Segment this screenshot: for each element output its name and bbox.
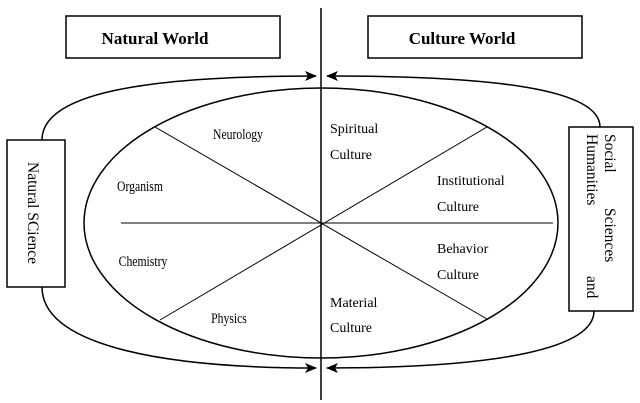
social-label: Social — [601, 134, 618, 173]
diagonal-sector-line-b — [159, 126, 488, 321]
sector-label-behavior-line2: Culture — [437, 268, 479, 283]
culture-world-header-box — [367, 15, 583, 59]
arrow-natural-science-bottom — [41, 286, 317, 373]
natural-world-header-box — [65, 15, 281, 59]
humanities-label-line1-tail: and — [583, 276, 600, 299]
sector-label-institutional-line2: Culture — [437, 200, 479, 215]
humanities-label-line1: Humanities — [583, 134, 600, 205]
sector-label-institutional-line1: Institutional — [437, 174, 505, 189]
sciences-label: Sciences — [601, 208, 618, 262]
arrow-humanities-bottom — [326, 310, 595, 373]
sector-label-material-line1: Material — [330, 296, 378, 311]
natural-world-header: Natural World — [102, 29, 209, 48]
sector-label-spiritual-line2: Culture — [330, 148, 372, 163]
diagonal-sector-line-a — [154, 126, 488, 320]
sector-label-physics: Physics — [211, 310, 247, 327]
sector-label-neurology: Neurology — [213, 126, 263, 143]
sector-label-spiritual-line1: Spiritual — [330, 122, 378, 137]
arrow-natural-science-top — [41, 71, 317, 141]
natural-science-label: Natural SCience — [24, 162, 41, 264]
humanities-social-sciences-box — [568, 126, 634, 312]
sector-label-organism: Organism — [117, 178, 163, 195]
culture-world-header: Culture World — [409, 29, 516, 48]
sector-label-behavior-line1: Behavior — [437, 242, 489, 257]
sector-label-material-line2: Culture — [330, 321, 372, 336]
arrow-humanities-top — [326, 71, 601, 128]
sector-label-chemistry: Chemistry — [119, 253, 168, 270]
natural-science-box — [6, 139, 66, 288]
central-ellipse — [83, 87, 559, 359]
